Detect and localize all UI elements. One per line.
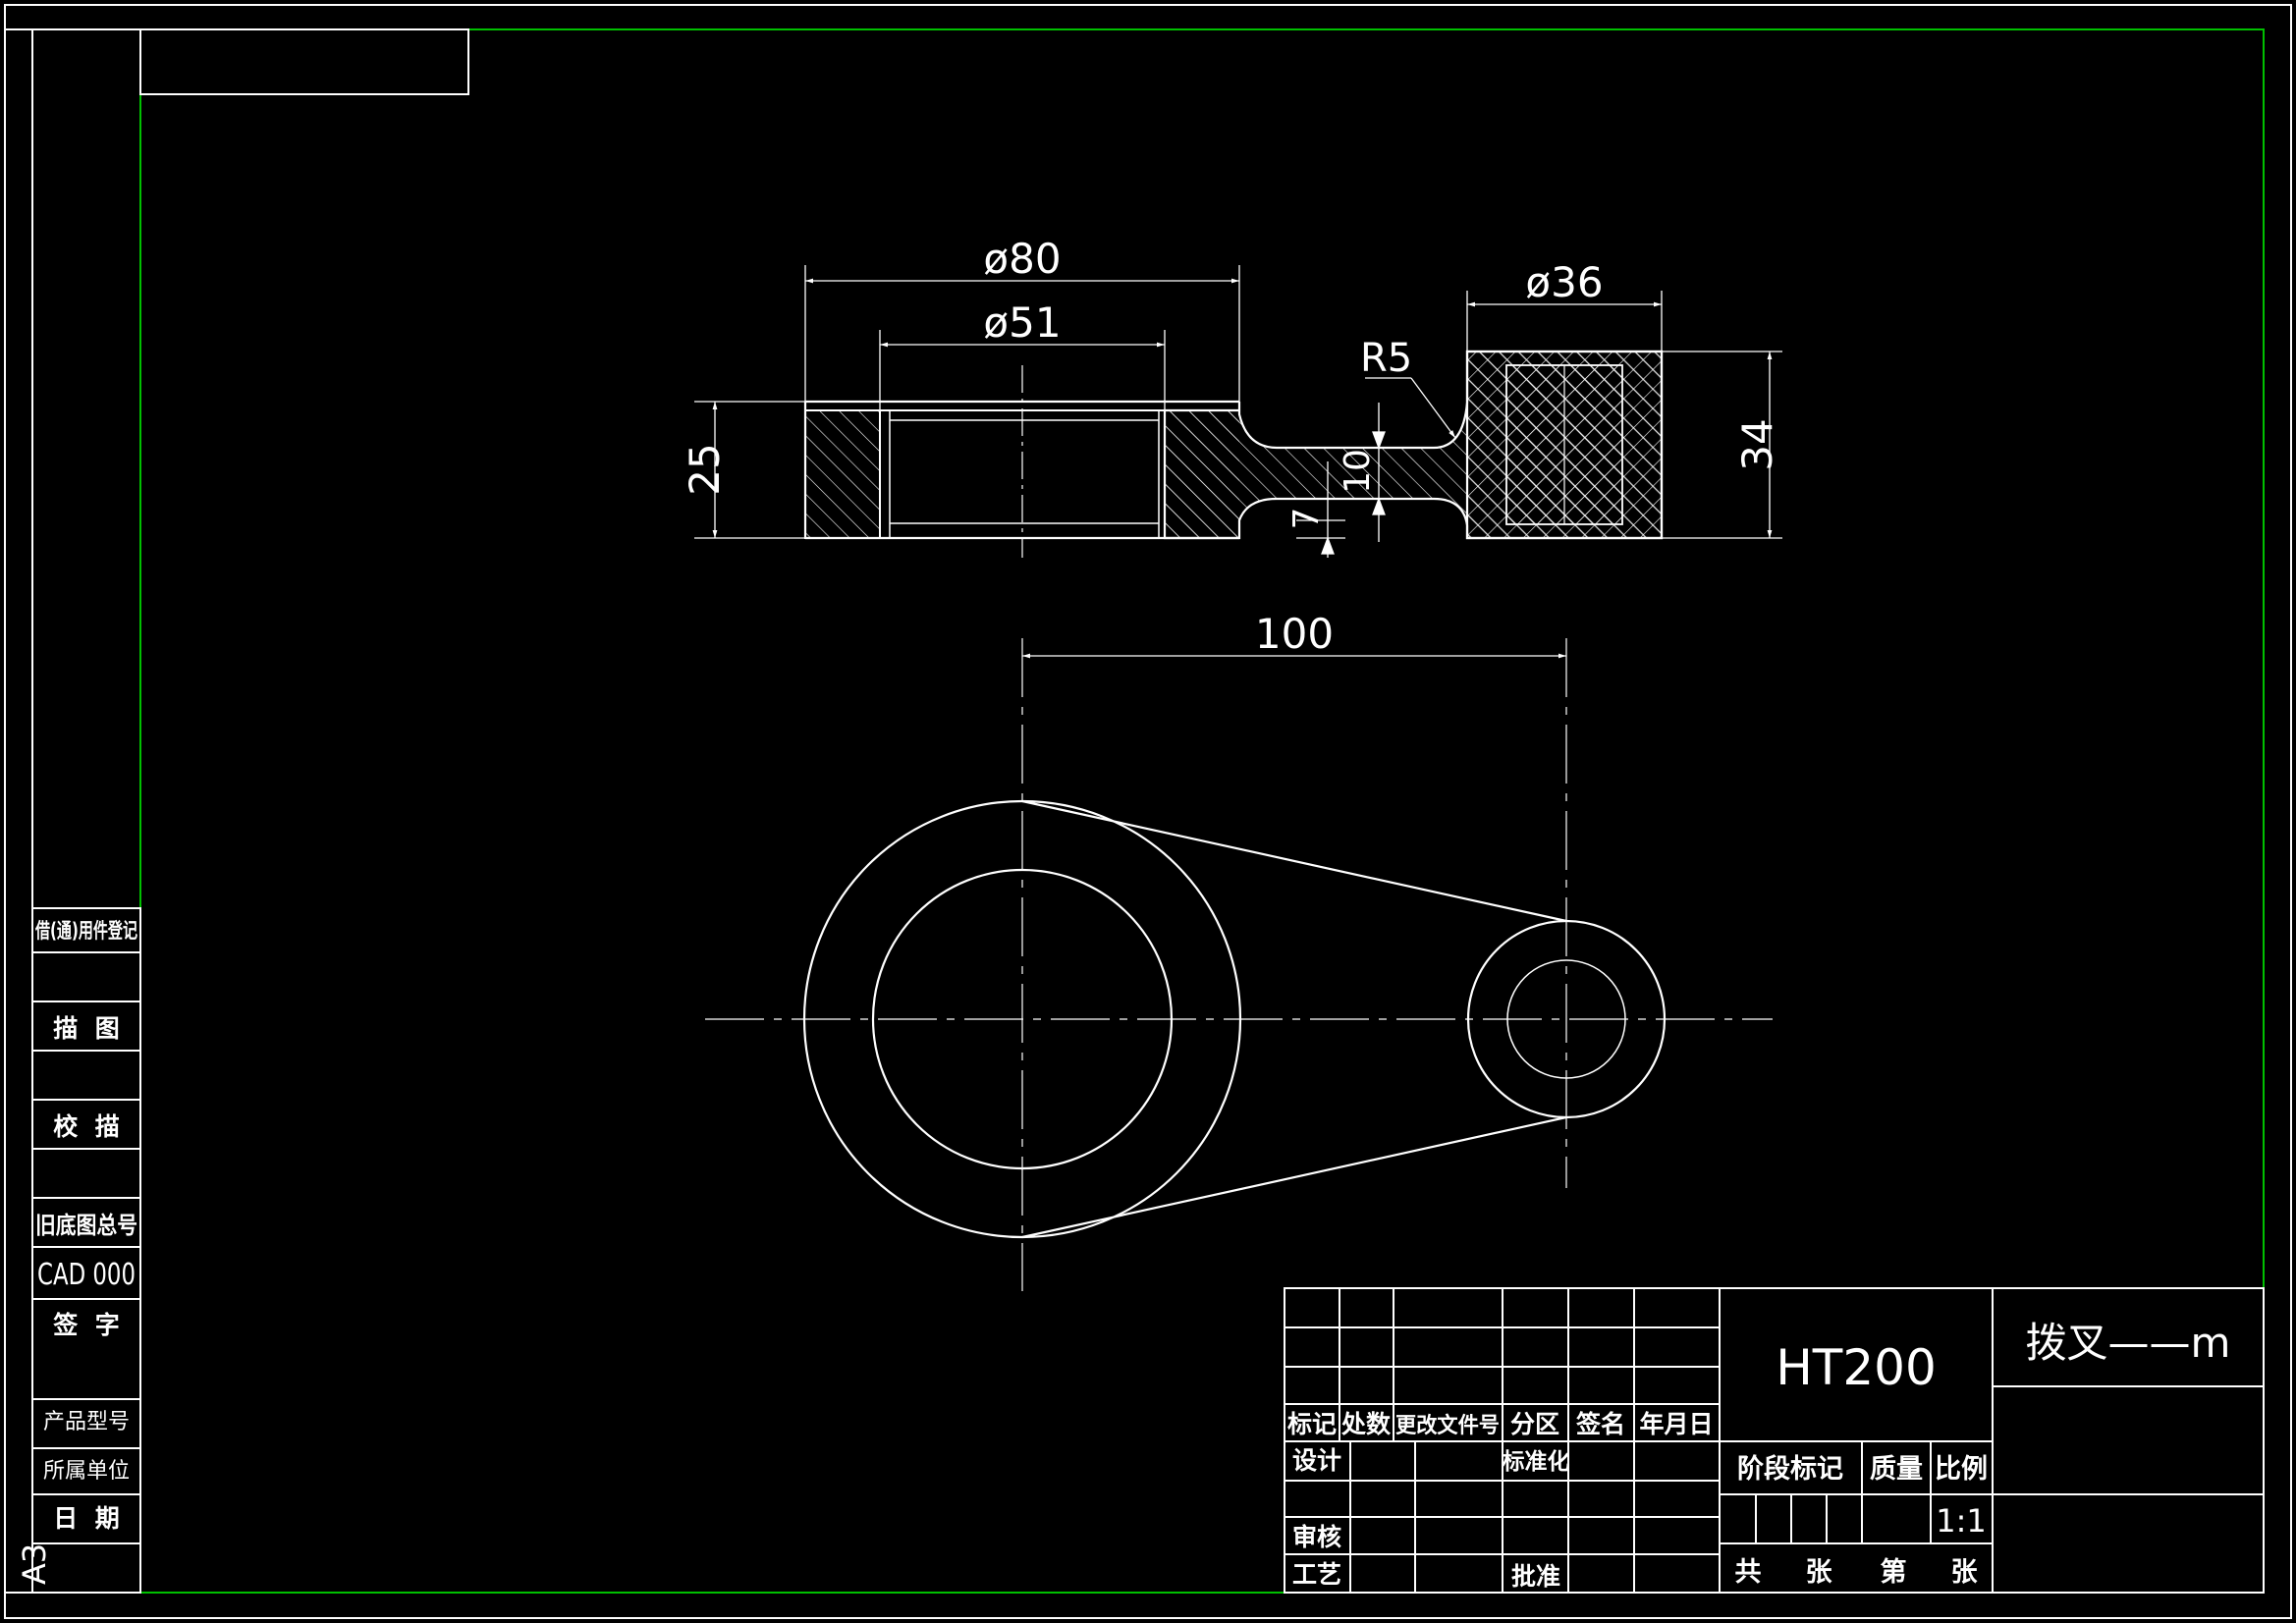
dim-100: 100: [1255, 610, 1334, 658]
rev-header-sign: 签名: [1575, 1410, 1625, 1438]
sheet-unit2-label: 张: [1951, 1557, 1979, 1588]
stage-mark-label: 阶段标记: [1737, 1454, 1843, 1485]
dim-10: 10: [1338, 449, 1378, 494]
side-row-unit: 所属单位: [43, 1459, 130, 1484]
side-row-date: 日 期: [53, 1504, 119, 1533]
rev-header-date: 年月日: [1639, 1410, 1713, 1438]
process-label: 工艺: [1292, 1560, 1341, 1589]
arrow-10-top: [1372, 431, 1386, 450]
side-panel: [31, 907, 141, 1594]
mass-label: 质量: [1870, 1454, 1923, 1485]
rev-header-mark: 标记: [1287, 1410, 1337, 1438]
side-row-old-number: 旧底图总号: [35, 1212, 137, 1239]
dim-34: 34: [1733, 418, 1781, 470]
scale-value: 1:1: [1936, 1502, 1987, 1540]
arm-edge-bottom: [1021, 1115, 1567, 1239]
side-row-check: 校 描: [53, 1112, 119, 1141]
plan-view: [705, 638, 1773, 1291]
arm-edge-top: [1021, 799, 1567, 923]
dim-r5: R5: [1360, 336, 1412, 381]
arrow-7-bot: [1321, 536, 1335, 555]
part-name-label: 拨叉——m: [2026, 1319, 2231, 1367]
sheet-size-mark: A3: [16, 1543, 53, 1585]
scale-label: 比例: [1935, 1454, 1988, 1485]
dim-d80: ø80: [983, 235, 1061, 283]
rev-header-doc: 更改文件号: [1395, 1413, 1500, 1438]
section-view: ø80 ø51 ø36 R5 25 34 10 7: [681, 235, 1782, 558]
material-label: HT200: [1776, 1339, 1937, 1396]
arrow-10-bot: [1372, 497, 1386, 515]
standardize-label: 标准化: [1503, 1448, 1570, 1475]
sheet-no-label: 第: [1881, 1556, 1907, 1588]
dim-25: 25: [681, 443, 729, 495]
ring-wall-left: [804, 409, 881, 539]
code-box: [139, 28, 469, 95]
dim-7: 7: [1286, 508, 1327, 530]
sheet-unit-label: 张: [1806, 1557, 1833, 1588]
dim-d36: ø36: [1525, 258, 1603, 306]
dim-d51: ø51: [983, 298, 1061, 347]
side-row-product: 产品型号: [43, 1410, 130, 1434]
title-block: [1284, 1287, 2265, 1594]
sheet-total-label: 共: [1735, 1557, 1762, 1588]
rev-header-count: 处数: [1340, 1410, 1392, 1438]
side-row-trace: 描 图: [53, 1014, 119, 1043]
approve-label: 批准: [1511, 1562, 1560, 1591]
design-label: 设计: [1292, 1446, 1341, 1475]
outer-border: [4, 4, 2292, 1619]
side-row-register: 借(通)用件登记: [34, 919, 137, 943]
review-label: 审核: [1292, 1523, 1341, 1551]
rev-header-zone: 分区: [1510, 1410, 1559, 1438]
drawing-frame: [139, 28, 2265, 1594]
side-row-cad: CAD 000: [37, 1258, 136, 1292]
side-row-sign: 签 字: [52, 1311, 119, 1339]
